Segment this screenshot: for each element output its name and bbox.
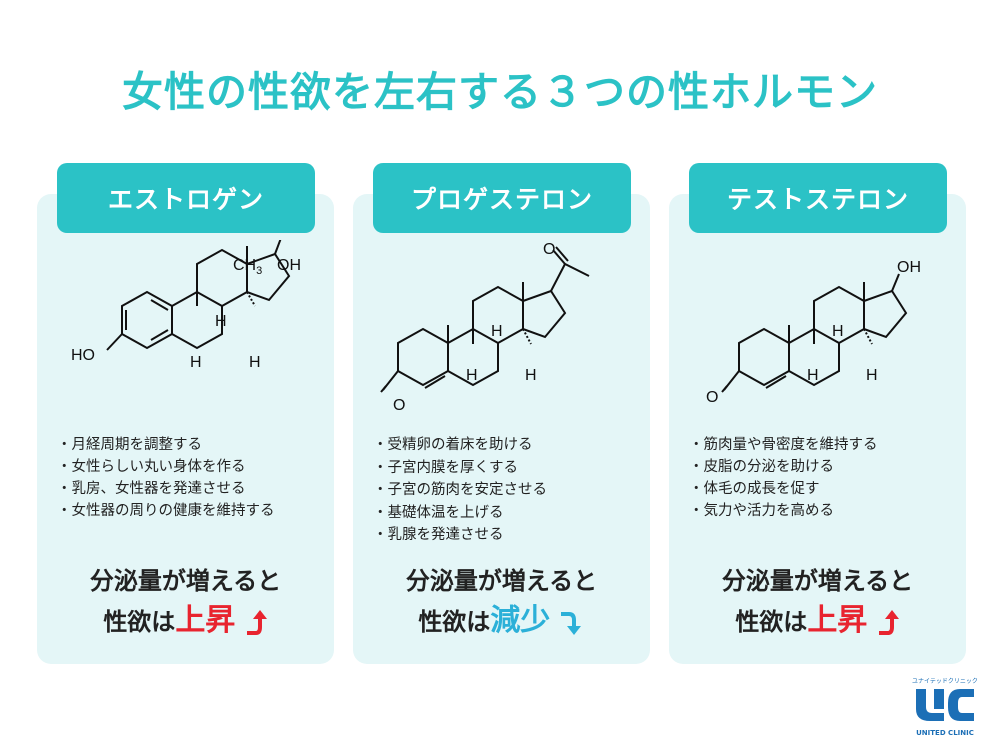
list-item: 気力や活力を高める [689,500,878,522]
united-clinic-logo: ユナイテッドクリニック UNITED CLINIC [910,676,980,738]
uc-logo-mark [916,689,974,721]
list-item: 乳房、女性器を発達させる [57,478,275,500]
card-testosterone [669,194,966,664]
card-title-progesterone: プロゲステロン [373,163,631,233]
progesterone-summary: 分泌量が増えると 性欲は減少 [405,567,598,638]
list-item: 受精卵の着床を助ける [373,434,547,457]
list-item: 女性らしい丸い身体を作る [57,456,275,478]
ch3-label: CH3 [233,257,262,277]
testosterone-summary: 分泌量が増えると 性欲は上昇 [721,567,914,638]
result-text: 減少 [490,603,551,638]
svg-text:O: O [543,241,555,258]
svg-text:O: O [393,397,405,414]
card-title-testosterone: テストステロン [689,163,947,233]
arrow-down-icon [560,612,581,635]
testosterone-structure: O OH H H H [669,240,966,420]
list-item: 子宮の筋肉を安定させる [373,479,548,502]
ho-label: HO [71,347,95,364]
svg-text:H: H [525,367,537,384]
svg-text:H: H [466,367,478,384]
list-item: 月経周期を調整する [57,434,275,456]
list-item: 女性器の周りの健康を維持する [57,500,275,522]
svg-text:H: H [215,313,227,330]
list-item: 子宮内膜を厚くする [373,457,547,480]
estrogen-summary: 分泌量が増えると 性欲は上昇 [89,567,282,638]
testosterone-effects-list: 筋肉量や骨密度を維持する 皮脂の分泌を助ける 体毛の成長を促す 気力や活力を高め… [689,434,878,522]
card-estrogen [37,194,334,664]
estrogen-effects-list: 月経周期を調整する 女性らしい丸い身体を作る 乳房、女性器を発達させる 女性器の… [57,434,275,522]
svg-text:H: H [866,367,878,384]
svg-text:H: H [249,354,261,371]
card-title-estrogen: エストロゲン [57,163,315,233]
page-title: 女性の性欲を左右する３つの性ホルモン [122,68,878,116]
svg-text:H: H [807,367,819,384]
arrow-up-icon [878,610,899,635]
oh-label: OH [277,257,301,274]
estrogen-structure: HO CH3 OH H H H [37,237,334,420]
list-item: 基礎体温を上げる [373,502,547,525]
svg-text:OH: OH [897,259,921,276]
svg-text:H: H [832,323,844,340]
list-item: 体毛の成長を促す [689,478,878,500]
list-item: 乳腺を発達させる [373,524,547,547]
card-progesterone [353,194,650,664]
list-item: 皮脂の分泌を助ける [689,456,878,478]
arrow-up-icon [246,610,267,635]
result-text: 上昇 [175,603,236,638]
svg-text:O: O [706,389,718,406]
svg-text:H: H [491,323,503,340]
progesterone-effects-list: 受精卵の着床を助ける 子宮内膜を厚くする 子宮の筋肉を安定させる 基礎体温を上げ… [373,434,548,547]
result-text: 上昇 [807,603,868,638]
list-item: 筋肉量や骨密度を維持する [689,434,878,456]
svg-text:H: H [190,354,202,371]
progesterone-structure: O O H H H [353,240,650,420]
